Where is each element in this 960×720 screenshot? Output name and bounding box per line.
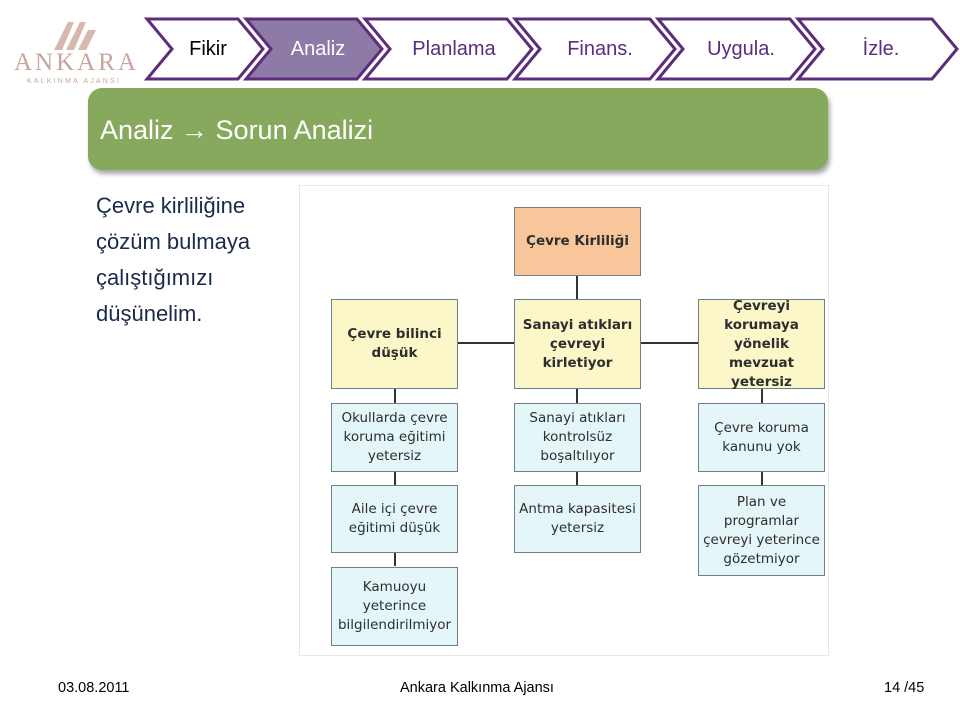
node-cause: Sanayi atıkları çevreyi kirletiyor (514, 299, 641, 389)
lead-line: düşünelim. (96, 301, 203, 326)
lead-line: çalıştığımızı (96, 265, 214, 290)
node-sub: Antma kapasitesi yetersiz (514, 485, 641, 553)
nav-chevron-izle[interactable] (794, 17, 959, 81)
slide-title: Analiz → Sorun Analizi (100, 115, 374, 145)
lead-line: Çevre kirliliğine (96, 193, 246, 218)
nav-label-uygula[interactable]: Uygula. (707, 38, 775, 60)
nav-chevrons (143, 17, 959, 81)
node-sub: Sanayi atıkları kontrolsüz boşaltılıyor (514, 403, 641, 472)
nav-chevron-analiz[interactable] (242, 17, 384, 81)
logo-mark-icon (54, 22, 96, 50)
logo-name: ANKARA (14, 49, 139, 76)
nav-label-analiz[interactable]: Analiz (290, 38, 346, 60)
nav-label-planlama[interactable]: Planlama (412, 38, 496, 60)
nav-chevron-finans[interactable] (511, 17, 677, 81)
nav-chevron-fikir[interactable] (143, 17, 265, 81)
problem-tree-diagram: Çevre Kirliliği Çevre bilinci düşük Sana… (299, 185, 829, 656)
node-sub: Kamuoyu yeterince bilgilendirilmiyor (331, 567, 458, 646)
node-sub: Okullarda çevre koruma eğitimi yetersiz (331, 403, 458, 472)
nav-chevron-uygula[interactable] (654, 17, 817, 81)
node-sub: Çevre koruma kanunu yok (698, 403, 825, 472)
node-root: Çevre Kirliliği (514, 207, 641, 276)
lead-line: çözüm bulmaya (96, 229, 251, 254)
footer-organization: Ankara Kalkınma Ajansı (400, 680, 554, 696)
nav-label-izle[interactable]: İzle. (862, 38, 900, 60)
nav-label-finans[interactable]: Finans. (567, 38, 633, 60)
footer-date: 03.08.2011 (58, 680, 130, 696)
node-cause: Çevre bilinci düşük (331, 299, 458, 389)
node-sub: Aile içi çevre eğitimi düşük (331, 485, 458, 553)
nav-label-fikir[interactable]: Fikir (189, 38, 227, 60)
title-bar: Analiz → Sorun Analizi (88, 88, 828, 170)
process-nav: Fikir Analiz Planlama Finans. Uygula. İz… (0, 0, 960, 90)
lead-paragraph: Çevre kirliliğine çözüm bulmaya çalıştığ… (96, 188, 296, 332)
node-sub: Plan ve programlar çevreyi yeterince göz… (698, 485, 825, 576)
node-cause: Çevreyi korumaya yönelik mevzuat yetersi… (698, 298, 825, 390)
logo-subtitle: KALKINMA AJANSI (26, 78, 122, 85)
footer-page-number: 14 /45 (884, 680, 925, 696)
nav-chevron-planlama[interactable] (361, 17, 534, 81)
ankara-logo: ANKARA KALKINMA AJANSI (14, 16, 139, 85)
